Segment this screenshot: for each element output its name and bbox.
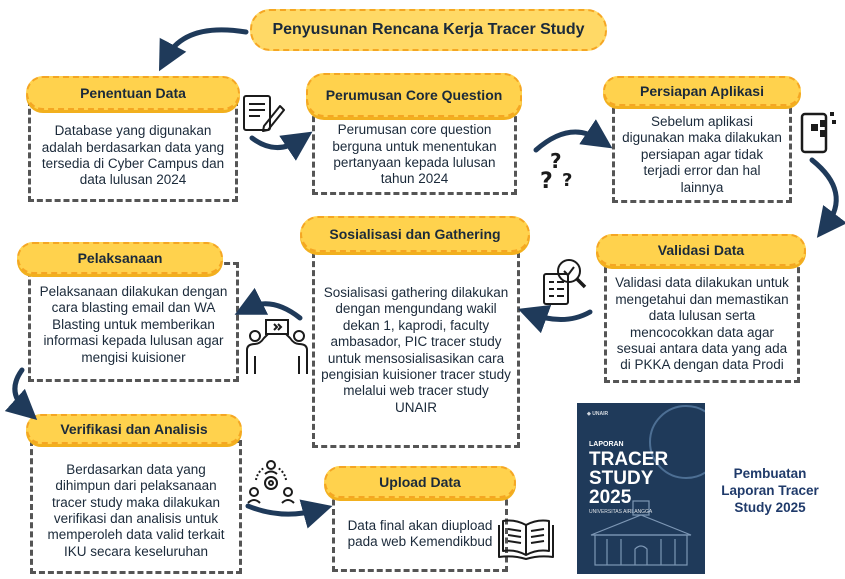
arrow-validasi-to-sosialisasi: [517, 305, 593, 334]
presentation-people-icon: [246, 319, 308, 374]
step-text-perumusan-core-question: Perumusan core question berguna untuk me…: [312, 107, 517, 195]
diagram-title: Penyusunan Rencana Kerja Tracer Study: [250, 9, 607, 51]
report-cover-line2: STUDY: [589, 468, 654, 489]
mobile-app-icon: [800, 112, 836, 154]
report-cover-university: UNIVERSITAS AIRLANGGA: [589, 509, 653, 515]
step-title-perumusan-core-question: Perumusan Core Question: [306, 73, 522, 117]
step-title-persiapan-aplikasi: Persiapan Aplikasi: [603, 76, 801, 106]
report-cover-line1: TRACER: [589, 449, 669, 470]
step-text-upload-data: Data final akan diupload pada web Kemend…: [332, 490, 508, 572]
open-book-icon: [498, 519, 554, 560]
step-title-validasi-data: Validasi Data: [596, 234, 806, 266]
final-step-label: Pembuatan Laporan Tracer Study 2025: [721, 466, 819, 515]
step-text-verifikasi-dan-analisis: Berdasarkan data yang dihimpun dari pela…: [30, 440, 242, 574]
arrow-title-to-penentuan: [158, 27, 249, 72]
document-pen-icon: [243, 95, 285, 132]
question-marks-icon: ? ? ?: [540, 149, 572, 194]
svg-text:?: ?: [562, 170, 572, 191]
step-title-pelaksanaan: Pelaksanaan: [17, 242, 223, 274]
svg-text:?: ?: [540, 169, 553, 194]
team-network-icon: [247, 460, 295, 504]
step-text-penentuan-data: Database yang digunakan adalah berdasark…: [28, 100, 238, 202]
step-title-verifikasi-dan-analisis: Verifikasi dan Analisis: [26, 414, 242, 444]
report-cover-year: 2025: [589, 487, 632, 508]
step-text-pelaksanaan: Pelaksanaan dilakukan dengan cara blasti…: [28, 262, 239, 382]
arrow-persiapan-to-validasi: [809, 157, 845, 238]
report-cover-label: LAPORAN: [589, 441, 624, 448]
step-text-sosialisasi-dan-gathering: Sosialisasi gathering dilakukan dengan m…: [312, 243, 520, 448]
step-text-validasi-data: Validasi data dilakukan untuk mengetahui…: [604, 258, 800, 383]
step-text-persiapan-aplikasi: Sebelum aplikasi digunakan maka dilakuka…: [612, 99, 792, 203]
arrow-penentuan-to-perumusan: [249, 131, 313, 161]
arrow-pelaksanaan-to-verifikasi: [4, 367, 38, 421]
report-cover-image: ◆ UNAIR LAPORAN TRACER STUDY 2025 UNIVER…: [577, 403, 705, 574]
step-title-penentuan-data: Penentuan Data: [26, 76, 240, 110]
svg-text:?: ?: [550, 149, 562, 173]
checklist-magnifier-icon: [543, 259, 587, 305]
step-title-upload-data: Upload Data: [324, 466, 516, 498]
step-title-sosialisasi-dan-gathering: Sosialisasi dan Gathering: [300, 216, 530, 252]
